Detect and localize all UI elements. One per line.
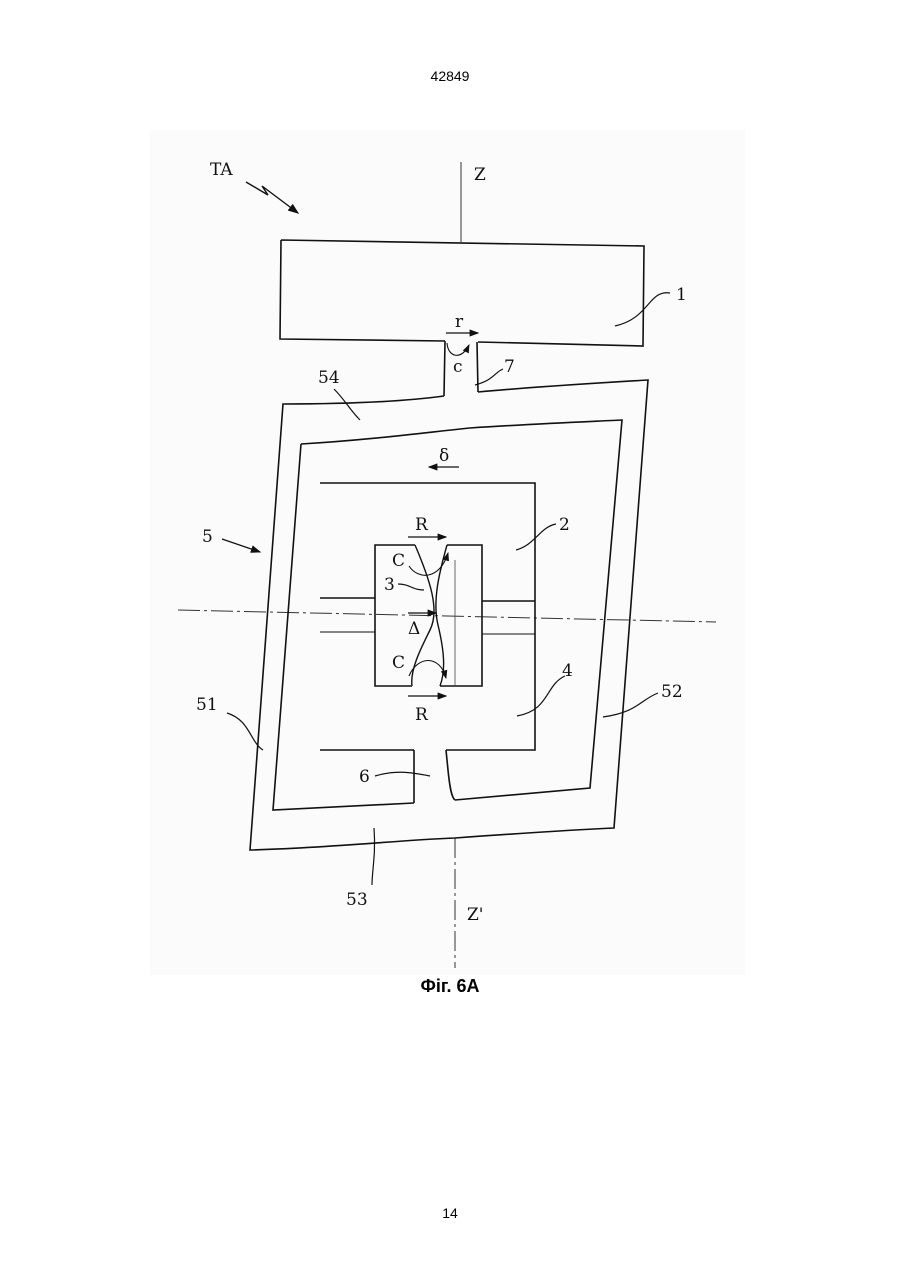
label-R-top: R — [415, 515, 429, 535]
label-54: 54 — [318, 368, 340, 388]
leader-2 — [516, 524, 556, 550]
label-2: 2 — [559, 515, 570, 535]
label-5: 5 — [202, 527, 213, 547]
label-R-bottom: R — [415, 705, 429, 725]
label-delta-small: δ — [439, 446, 449, 466]
label-7: 7 — [504, 357, 515, 377]
label-3: 3 — [384, 575, 395, 595]
label-ta: TA — [210, 160, 233, 180]
label-c-small: c — [453, 357, 463, 377]
label-53: 53 — [346, 890, 368, 910]
label-51: 51 — [196, 695, 218, 715]
label-1: 1 — [676, 285, 687, 305]
leader-3 — [398, 584, 424, 590]
neck-6 — [414, 750, 455, 803]
label-r-small: r — [455, 312, 464, 332]
label-52: 52 — [661, 682, 683, 702]
label-4: 4 — [562, 661, 573, 681]
figure-caption: Фіг. 6А — [0, 976, 900, 997]
ta-arrow — [246, 182, 298, 213]
horizontal-axis — [178, 610, 716, 622]
leader-7 — [475, 369, 503, 385]
curve-c-small — [447, 343, 469, 355]
arrow-5 — [222, 539, 260, 552]
leader-4 — [517, 676, 565, 716]
frame-5-inner — [273, 420, 622, 810]
leader-52 — [603, 693, 658, 717]
label-Delta: Δ — [408, 619, 420, 639]
label-6: 6 — [359, 767, 370, 787]
label-C-top: C — [392, 551, 405, 571]
leader-54 — [334, 389, 360, 420]
label-C-bottom: C — [392, 653, 405, 673]
leader-6 — [375, 772, 430, 776]
page-number: 14 — [0, 1205, 900, 1221]
leader-51 — [227, 713, 263, 750]
label-z-top: Z — [474, 165, 486, 185]
leader-53 — [372, 828, 375, 885]
label-z-bottom: Z' — [467, 905, 484, 925]
